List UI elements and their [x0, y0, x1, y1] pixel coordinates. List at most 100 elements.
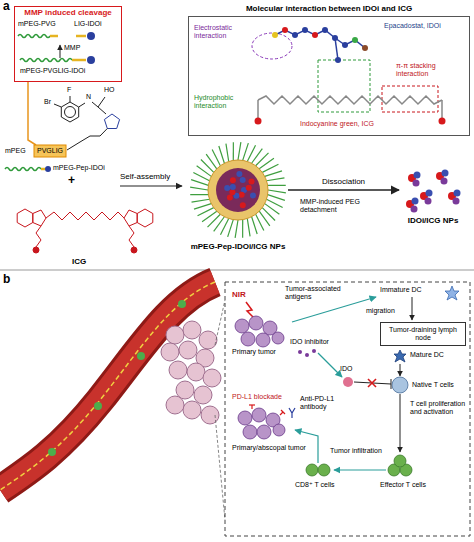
- interaction-model: [439, 118, 446, 125]
- np-core: [216, 168, 260, 212]
- tumor-mass: [169, 361, 187, 379]
- interaction-model: [255, 118, 262, 125]
- drug-dot: [45, 166, 51, 172]
- peg-brush: [235, 220, 238, 238]
- zoom-line: [215, 415, 225, 520]
- idoi-structure: [54, 104, 61, 107]
- icg-structure: [131, 247, 137, 253]
- zoom-frame: [225, 282, 470, 536]
- cd8-cells: [318, 464, 330, 476]
- tumor-mass: [166, 396, 184, 414]
- annotation-label: π-π stacking interaction: [396, 62, 466, 78]
- interaction-model: [272, 32, 278, 38]
- pathway-arrow: [400, 364, 401, 376]
- annotation-label: Self-assembly: [120, 172, 170, 181]
- pathway-arrow: [412, 297, 413, 320]
- peg-brush: [252, 217, 258, 234]
- np-payload: [411, 206, 418, 213]
- peg-brush: [242, 220, 243, 238]
- blood-vessel: [0, 282, 215, 490]
- tumor-mass: [194, 386, 212, 404]
- peg-brush: [226, 144, 229, 162]
- blood-vessel: [0, 282, 215, 490]
- peg-brush: [190, 194, 208, 195]
- effector-cells: [388, 455, 412, 476]
- primary-tumor-cells: [235, 319, 249, 333]
- annotation-label: mPEG: [5, 147, 26, 155]
- peg-brush: [268, 190, 286, 193]
- np-payload: [227, 194, 233, 200]
- pdl1-marks: [280, 412, 283, 415]
- annotation-label: LIG-IDOi: [74, 20, 102, 28]
- inhibitor-dots: [312, 349, 316, 353]
- interaction-model: [322, 27, 328, 33]
- interaction-model: [302, 27, 308, 33]
- nir-bolt: [246, 302, 254, 318]
- zoom-line: [215, 300, 225, 345]
- idoi-structure: [65, 107, 76, 118]
- peg-brush: [262, 164, 278, 172]
- abscopal-tumor-cells: [252, 408, 266, 422]
- blood-vessel: [0, 282, 215, 490]
- abscopal-tumor-cells: [273, 424, 285, 436]
- idoi-structure: [92, 102, 98, 107]
- interaction-model: [352, 37, 358, 43]
- pathway-arrow: [400, 394, 401, 452]
- np-payload: [442, 170, 449, 177]
- blood-vessel: [137, 352, 145, 360]
- cleavage-sketch: [87, 32, 95, 40]
- leader-line: [28, 82, 36, 145]
- cleavage-sketch: [18, 32, 95, 64]
- annotation-label: mPEG-PVG: [18, 20, 56, 28]
- node-text: IDOi/ICG NPs: [340, 216, 474, 225]
- dissociated-nps: IDOi/ICG NPs: [400, 166, 466, 214]
- peg-brush: [268, 195, 285, 201]
- interaction-model: [342, 42, 348, 48]
- interaction-model: [335, 57, 341, 63]
- annotation-label: N: [86, 93, 91, 101]
- interaction-model: [292, 32, 298, 38]
- tumor-mass: [161, 343, 179, 361]
- annotation-label: a: [3, 0, 10, 14]
- tumor-mass: [203, 369, 221, 387]
- peg-brush: [268, 185, 286, 186]
- tumor-mass: [201, 406, 219, 424]
- peg-brush: [247, 219, 250, 237]
- annotation-label: Epacadostat, IDOi: [384, 22, 441, 30]
- peg-brush: [238, 142, 241, 160]
- ido-enzyme: [343, 377, 353, 387]
- panel-divider: [0, 270, 474, 271]
- node-text: Tumor-draining lymph node: [384, 326, 462, 342]
- np-payload: [236, 171, 242, 177]
- np-payload: [224, 185, 230, 191]
- annotation-label: IDO inhibitor: [290, 338, 329, 346]
- block-cross: [368, 379, 376, 387]
- abscopal-tumor-cells: [243, 425, 257, 439]
- peg-brush: [192, 199, 210, 202]
- np-payload: [249, 178, 255, 184]
- pathway-arrow: [292, 297, 376, 322]
- pathway-arrow: [318, 353, 342, 377]
- primary-tumor-cells: [241, 332, 255, 346]
- interaction-model: [257, 100, 259, 120]
- annotation-label: NIR: [232, 290, 246, 299]
- interaction-model: [362, 45, 368, 51]
- annotation-label: Mature DC: [410, 351, 444, 359]
- tumor-mass: [179, 341, 197, 359]
- icg-structure: [46, 212, 124, 220]
- annotation-label: mPEG-PVGLIG-IDOi: [20, 67, 85, 75]
- peg-brush: [265, 171, 282, 177]
- tumor-mass: [161, 321, 221, 424]
- annotation-label: Tumor-associated antigens: [285, 285, 347, 301]
- cleavage-sketch: [60, 45, 61, 58]
- idoi-structure: [98, 107, 106, 114]
- tumor-mass: [183, 401, 201, 419]
- blood-vessel: [178, 300, 186, 308]
- annotation-label: Hydrophobic interaction: [194, 94, 246, 110]
- peg-brush: [256, 214, 264, 230]
- icg-structure: [137, 209, 153, 227]
- annotation-label: migration: [366, 307, 395, 315]
- np-payload: [412, 198, 419, 205]
- np-shell: [208, 160, 268, 220]
